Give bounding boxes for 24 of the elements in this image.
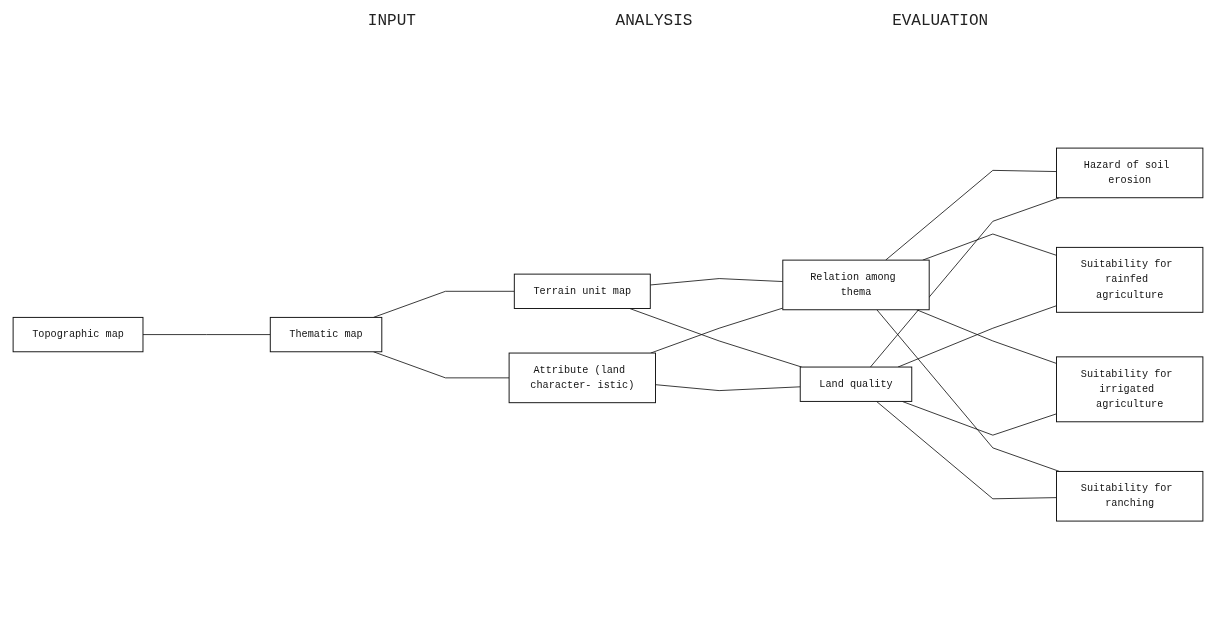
node-box: Terrain unit map [513, 273, 651, 309]
node-box: Suitability for irrigated agriculture [1056, 356, 1204, 423]
connector [649, 278, 784, 286]
column-heading: EVALUATION [892, 12, 989, 30]
node-box: Suitability for ranching [1056, 470, 1204, 522]
node-box: Relation among thema [782, 259, 930, 311]
node-box: Suitability for rainfed agriculture [1056, 246, 1204, 313]
connector [655, 384, 801, 391]
connector [373, 351, 510, 379]
node-box: Topographic map [12, 316, 144, 353]
connector [885, 169, 1057, 261]
connector [876, 400, 1057, 500]
node-box: Thematic map [269, 316, 383, 353]
column-heading: INPUT [367, 12, 416, 30]
connector [916, 309, 1057, 364]
node-box: Land quality [799, 366, 913, 402]
connector [142, 334, 271, 335]
connector [876, 309, 1060, 472]
connector [373, 290, 515, 318]
node-box: Hazard of soil erosion [1056, 147, 1204, 199]
connector [922, 233, 1057, 261]
column-heading: ANALYSIS [615, 12, 693, 30]
connector [870, 197, 1060, 368]
node-box: Attribute (land character- istic) [508, 352, 656, 404]
